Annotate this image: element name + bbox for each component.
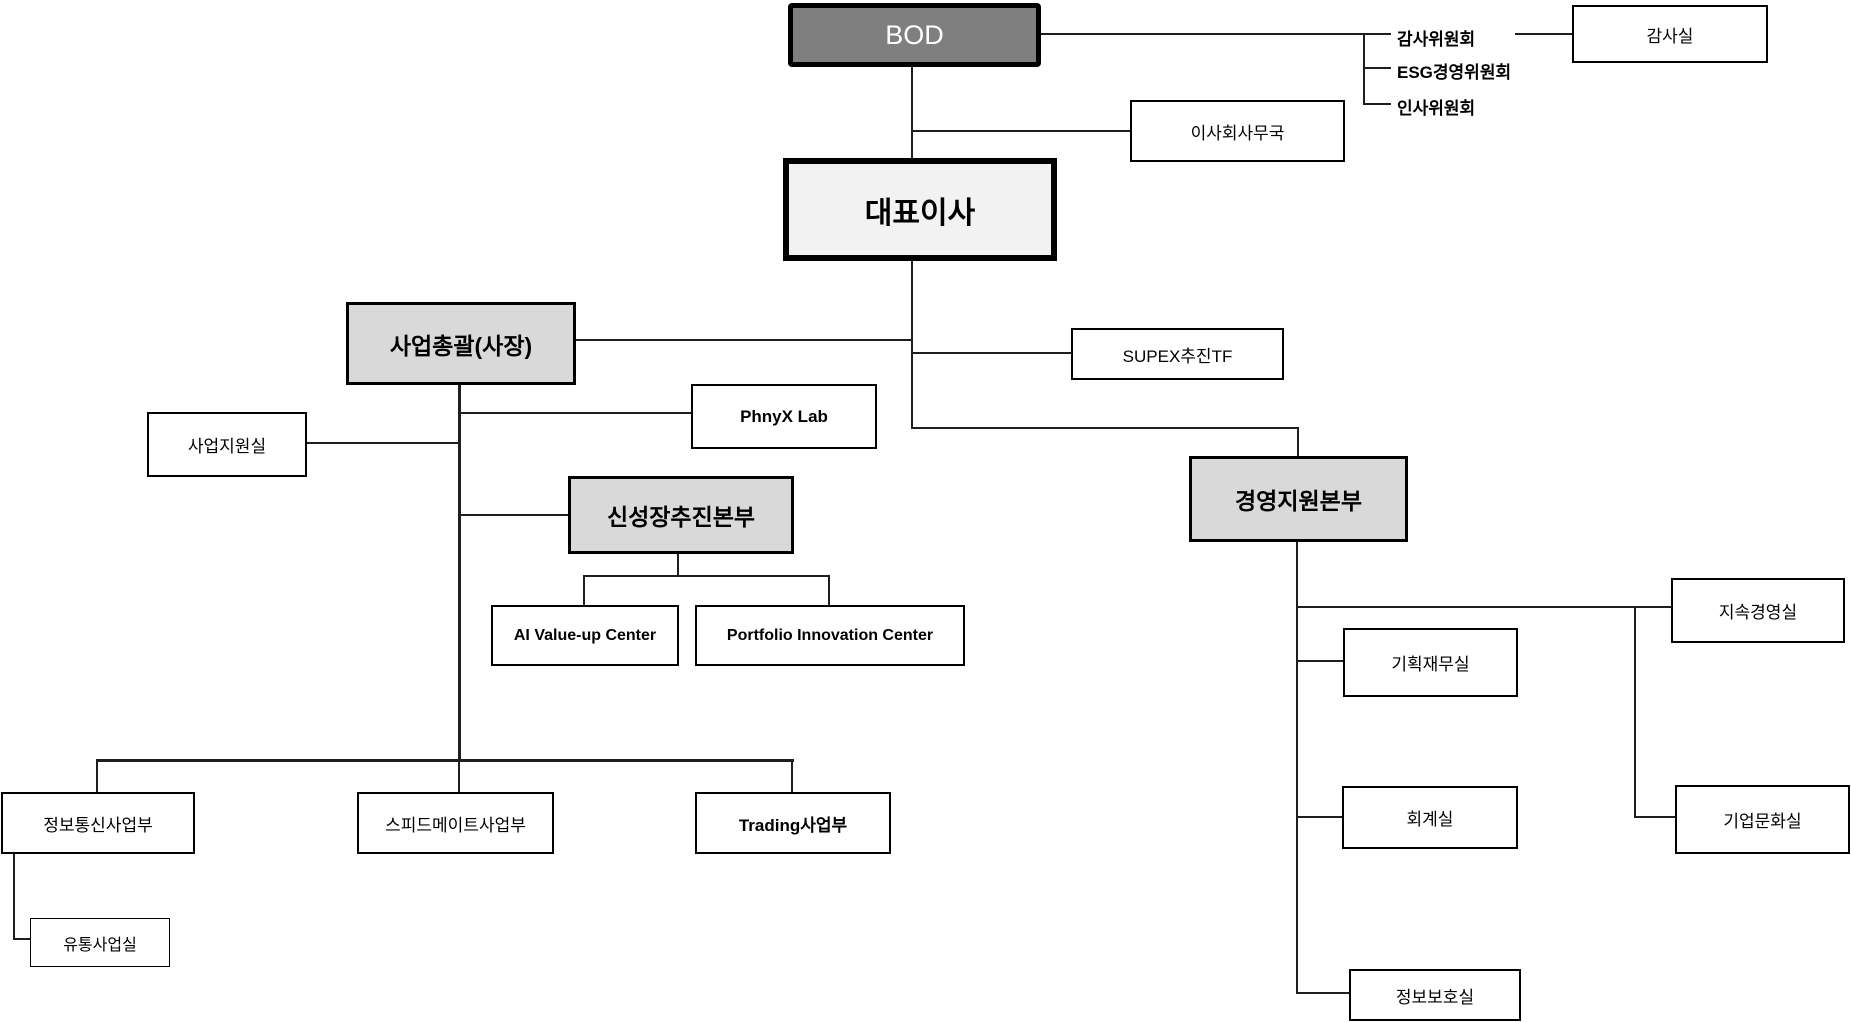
label-esg-committee: ESG경영위원회 — [1397, 63, 1512, 82]
org-box-business-head: 사업총괄(사장) — [346, 302, 576, 385]
connector-line — [912, 130, 1130, 132]
org-box-corporate-culture-office: 기업문화실 — [1675, 785, 1850, 854]
connector-line — [458, 385, 461, 761]
org-box-infosec-office: 정보보호실 — [1349, 969, 1521, 1021]
org-box-business-support: 사업지원실 — [147, 412, 307, 477]
connector-line — [1634, 816, 1675, 818]
connector-line — [96, 759, 794, 762]
connector-line — [911, 427, 1299, 429]
connector-line — [1515, 33, 1572, 35]
org-box-audit-office: 감사실 — [1572, 5, 1768, 63]
connector-line — [307, 442, 459, 444]
label-hr-committee: 인사위원회 — [1397, 99, 1476, 118]
connector-line — [1363, 33, 1365, 105]
org-box-supex-tf: SUPEX추진TF — [1071, 328, 1284, 380]
org-box-distribution-office: 유통사업실 — [30, 918, 170, 967]
org-box-sustainability-office: 지속경영실 — [1671, 578, 1845, 643]
org-box-ict-division: 정보통신사업부 — [1, 792, 195, 854]
connector-line — [576, 339, 912, 341]
connector-line — [461, 514, 568, 516]
connector-line — [1297, 606, 1671, 608]
org-box-new-growth-hq: 신성장추진본부 — [568, 476, 794, 554]
org-box-speedmate-division: 스피드메이트사업부 — [357, 792, 554, 854]
connector-line — [911, 261, 913, 429]
connector-line — [828, 575, 830, 605]
connector-line — [1634, 606, 1636, 818]
org-box-bod: BOD — [788, 3, 1041, 67]
org-box-mgmt-support-hq: 경영지원본부 — [1189, 456, 1408, 542]
connector-line — [677, 554, 679, 577]
connector-line — [1297, 992, 1349, 994]
connector-line — [458, 761, 460, 792]
org-box-phnyx-lab: PhnyX Lab — [691, 384, 877, 449]
connector-line — [1297, 427, 1299, 456]
connector-line — [912, 352, 1071, 354]
connector-line — [1297, 816, 1342, 818]
connector-line — [911, 67, 913, 158]
connector-line — [96, 759, 98, 792]
org-box-ai-valueup-center: AI Value-up Center — [491, 605, 679, 666]
connector-line — [13, 854, 15, 940]
org-box-planning-finance-office: 기획재무실 — [1343, 628, 1518, 697]
connector-line — [13, 938, 30, 940]
org-box-accounting-office: 회계실 — [1342, 786, 1518, 849]
org-box-board-secretariat: 이사회사무국 — [1130, 100, 1345, 162]
connector-line — [1363, 67, 1391, 69]
org-box-trading-division: Trading사업부 — [695, 792, 891, 854]
label-audit-committee: 감사위원회 — [1397, 30, 1476, 49]
connector-line — [1297, 660, 1343, 662]
connector-line — [1363, 103, 1391, 105]
org-box-ceo: 대표이사 — [783, 158, 1057, 261]
connector-line — [583, 575, 830, 577]
connector-line — [1296, 542, 1298, 994]
connector-line — [1041, 33, 1391, 35]
connector-line — [583, 575, 585, 605]
connector-line — [791, 759, 793, 792]
connector-line — [461, 412, 691, 414]
org-box-portfolio-innovation-center: Portfolio Innovation Center — [695, 605, 965, 666]
